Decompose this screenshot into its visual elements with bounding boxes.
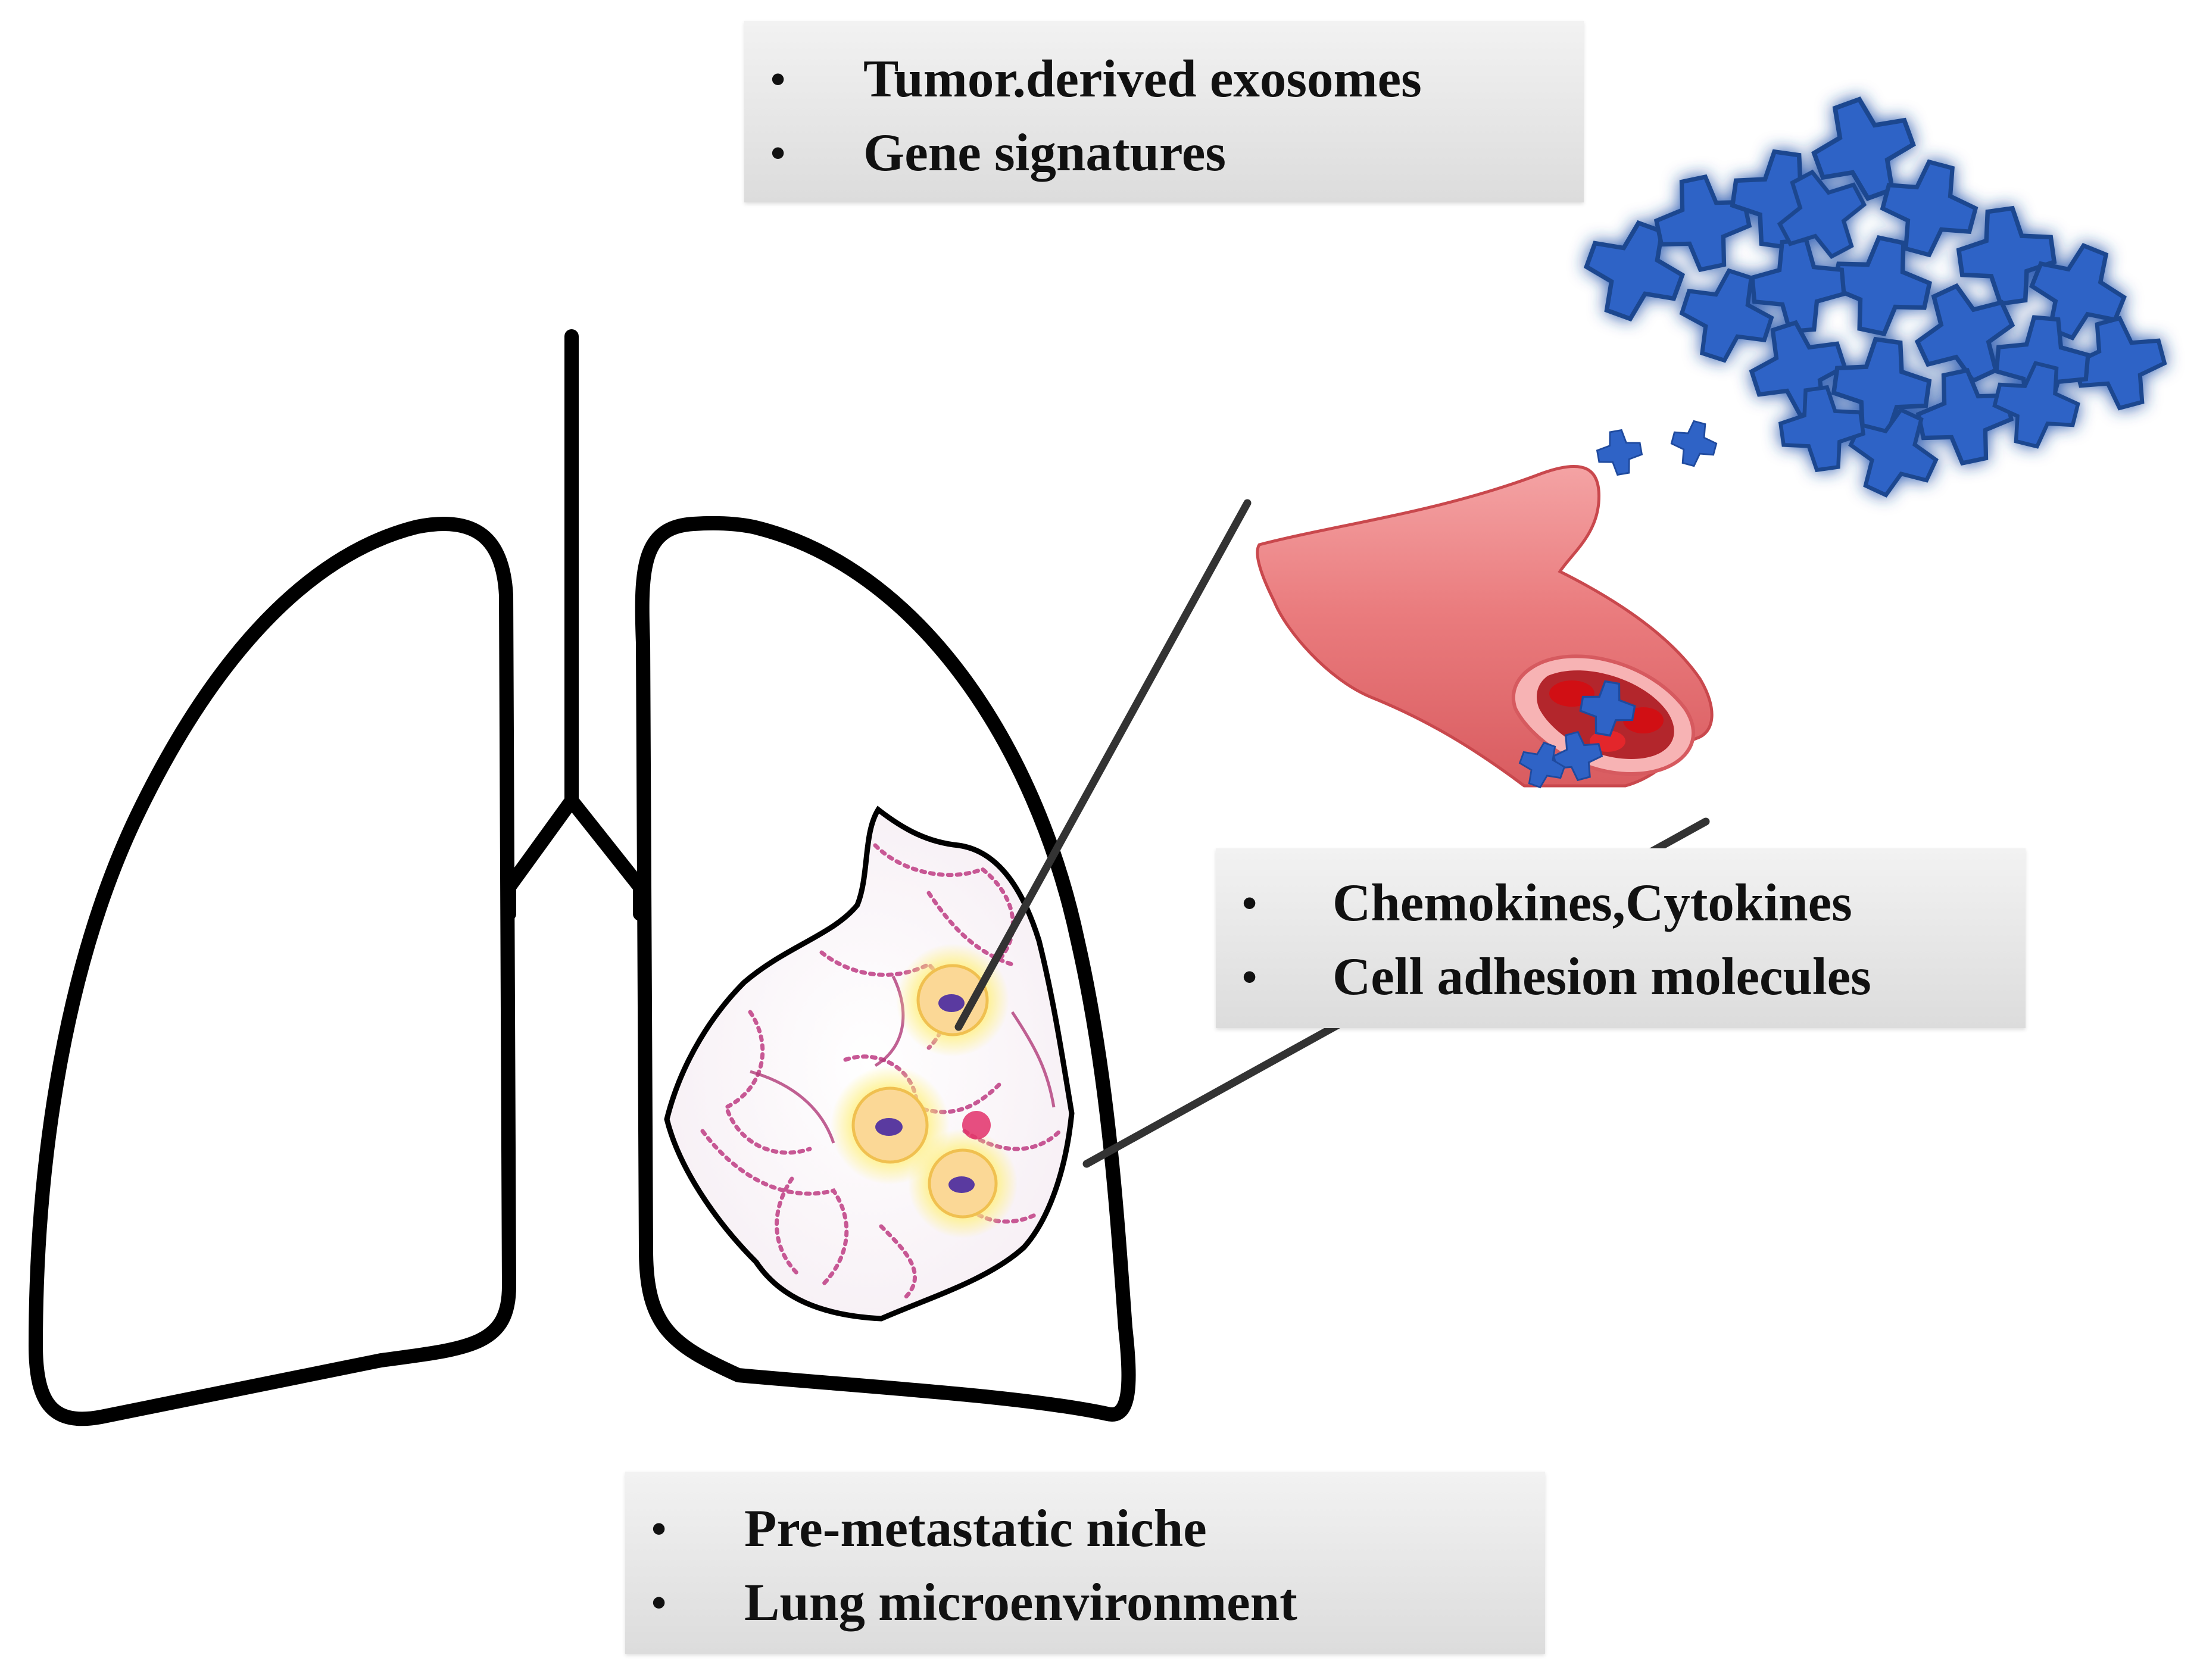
callout-niche: • Pre-metastatic niche • Lung microenviron… (625, 1472, 1545, 1654)
bullet-marker: • (651, 1579, 667, 1626)
callout-item: • Tumor.derived exosomes (744, 42, 1584, 116)
callout-text: Cell adhesion molecules (1333, 948, 1871, 1006)
callout-item: • Lung microenvironment (625, 1566, 1545, 1640)
callout-text: Lung microenvironment (744, 1573, 1297, 1632)
callout-text: Chemokines,Cytokines (1333, 874, 1852, 932)
lung-tissue-patch (664, 805, 1075, 1322)
left-lung-shape (29, 516, 516, 1426)
bullet-marker: • (770, 129, 786, 177)
zoom-line-upper (954, 499, 1252, 1031)
callout-item: • Pre-metastatic niche (625, 1492, 1545, 1566)
callout-text: Pre-metastatic niche (744, 1500, 1207, 1558)
callout-text: Tumor.derived exosomes (863, 50, 1422, 108)
callout-chemokines: • Chemokines,Cytokines • Cell adhesion mol… (1216, 848, 2026, 1028)
callout-item: • Chemokines,Cytokines (1216, 866, 2026, 940)
callout-text: Gene signatures (863, 124, 1227, 182)
trachea (502, 329, 647, 921)
callout-item: • Gene signatures (744, 116, 1584, 190)
blood-cell-dot (962, 1111, 991, 1139)
bullet-marker: • (1242, 879, 1257, 927)
callout-exosomes: • Tumor.derived exosomes • Gene signatures (744, 21, 1584, 202)
exosome-cluster (1575, 88, 2173, 508)
bullet-marker: • (651, 1505, 667, 1553)
blood-vessel (1256, 464, 1714, 788)
callout-item: • Cell adhesion molecules (1216, 940, 2026, 1014)
tumor-cell (908, 1129, 1018, 1238)
bullet-marker: • (770, 55, 786, 103)
bullet-marker: • (1242, 953, 1257, 1001)
tumor-cell (896, 944, 1009, 1057)
